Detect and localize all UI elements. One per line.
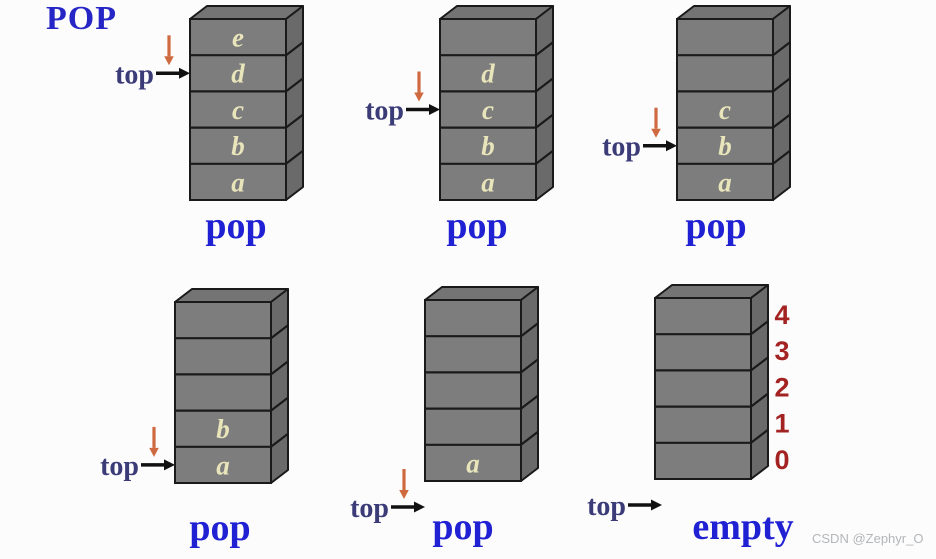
cell-separator-edge xyxy=(285,41,304,57)
cell-separator-edge xyxy=(285,113,304,129)
cell-index-2: 2 xyxy=(774,372,789,402)
stack-right-face xyxy=(285,5,304,201)
pop-motion-arrowhead-icon xyxy=(399,490,409,499)
stack-right-face xyxy=(535,5,554,201)
pop-motion-arrowhead-icon xyxy=(149,447,159,457)
cell-letter-b: b xyxy=(481,131,495,161)
top-pointer-arrowhead-icon xyxy=(179,67,190,79)
stack-right-face xyxy=(772,5,791,201)
top-pointer-label: top xyxy=(100,451,139,482)
cell-separator-edge xyxy=(535,149,554,165)
pop-motion-arrowhead-icon xyxy=(414,92,424,102)
cell-letter-b: b xyxy=(718,131,732,161)
top-pointer-label: top xyxy=(115,59,154,90)
stack-caption: pop xyxy=(446,205,507,247)
stack-caption: pop xyxy=(189,507,250,549)
cell-separator-edge xyxy=(750,320,769,336)
top-pointer-label: top xyxy=(602,132,641,163)
watermark: CSDN @Zephyr_O xyxy=(812,531,924,546)
page-title: POP xyxy=(46,0,117,37)
pop-motion-arrowhead-icon xyxy=(651,128,661,138)
cell-separator-edge xyxy=(520,430,539,446)
cell-index-4: 4 xyxy=(774,300,789,330)
cell-separator-edge xyxy=(535,41,554,57)
cell-letter-a: a xyxy=(231,167,245,197)
cell-letter-a: a xyxy=(481,167,495,197)
cell-separator-edge xyxy=(750,356,769,372)
cell-letter-c: c xyxy=(719,95,731,125)
stack-front-face xyxy=(676,18,774,201)
cell-letter-a: a xyxy=(466,448,480,478)
stack-caption: empty xyxy=(692,506,793,548)
cell-letter-a: a xyxy=(216,450,230,480)
stack-top-face xyxy=(424,286,539,301)
stack-caption: pop xyxy=(685,205,746,247)
top-pointer-label: top xyxy=(365,96,404,127)
cell-letter-c: c xyxy=(232,95,244,125)
cell-letter-e: e xyxy=(232,23,244,53)
stack-right-face xyxy=(750,284,769,480)
stack-right-face xyxy=(520,286,539,482)
cell-separator-edge xyxy=(750,428,769,444)
stack-front-face xyxy=(189,18,287,201)
stack-top-face xyxy=(439,5,554,20)
cell-separator-edge xyxy=(750,392,769,408)
cell-index-0: 0 xyxy=(774,445,789,475)
top-pointer-arrowhead-icon xyxy=(414,501,425,513)
cell-separator-edge xyxy=(520,322,539,338)
cell-separator-edge xyxy=(520,358,539,374)
cell-separator-edge xyxy=(772,41,791,57)
cell-index-3: 3 xyxy=(774,336,789,366)
cell-letter-c: c xyxy=(482,95,494,125)
cell-separator-edge xyxy=(772,77,791,93)
stack-caption: pop xyxy=(432,506,493,548)
cell-separator-edge xyxy=(772,113,791,129)
stack-front-face xyxy=(174,301,272,484)
stack-5: a top pop xyxy=(350,286,539,548)
pop-motion-arrowhead-icon xyxy=(164,56,174,66)
stack-top-face xyxy=(676,5,791,20)
cell-separator-edge xyxy=(520,394,539,410)
top-pointer-label: top xyxy=(587,491,626,522)
cell-separator-edge xyxy=(535,113,554,129)
cell-letter-d: d xyxy=(481,59,495,89)
cell-letter-b: b xyxy=(231,131,245,161)
stack-4: ba top pop xyxy=(100,288,289,549)
stack-right-face xyxy=(270,288,289,484)
cell-letter-b: b xyxy=(216,414,230,444)
stack-front-face xyxy=(439,18,537,201)
top-pointer-arrowhead-icon xyxy=(651,499,662,511)
cell-separator-edge xyxy=(270,396,289,412)
top-pointer-label: top xyxy=(350,493,389,524)
stack-front-face xyxy=(654,297,752,480)
stack-caption: pop xyxy=(205,205,266,247)
cell-separator-edge xyxy=(285,149,304,165)
stack-front-face xyxy=(424,299,522,482)
top-pointer-arrowhead-icon xyxy=(666,140,677,152)
stack-top-face xyxy=(189,5,304,20)
cell-separator-edge xyxy=(772,149,791,165)
stack-6: top empty 4 3 2 1 0 xyxy=(587,284,794,548)
cell-separator-edge xyxy=(270,360,289,376)
top-pointer-arrowhead-icon xyxy=(429,104,440,115)
stack-top-face xyxy=(654,284,769,299)
cell-letter-d: d xyxy=(231,59,245,89)
stack-3: cba top pop xyxy=(602,5,791,247)
cell-separator-edge xyxy=(270,432,289,448)
cell-separator-edge xyxy=(270,324,289,340)
top-pointer-arrowhead-icon xyxy=(164,459,175,471)
cell-separator-edge xyxy=(535,77,554,93)
stack-top-face xyxy=(174,288,289,303)
cell-separator-edge xyxy=(285,77,304,93)
cell-letter-a: a xyxy=(718,167,732,197)
cell-index-1: 1 xyxy=(774,409,789,439)
